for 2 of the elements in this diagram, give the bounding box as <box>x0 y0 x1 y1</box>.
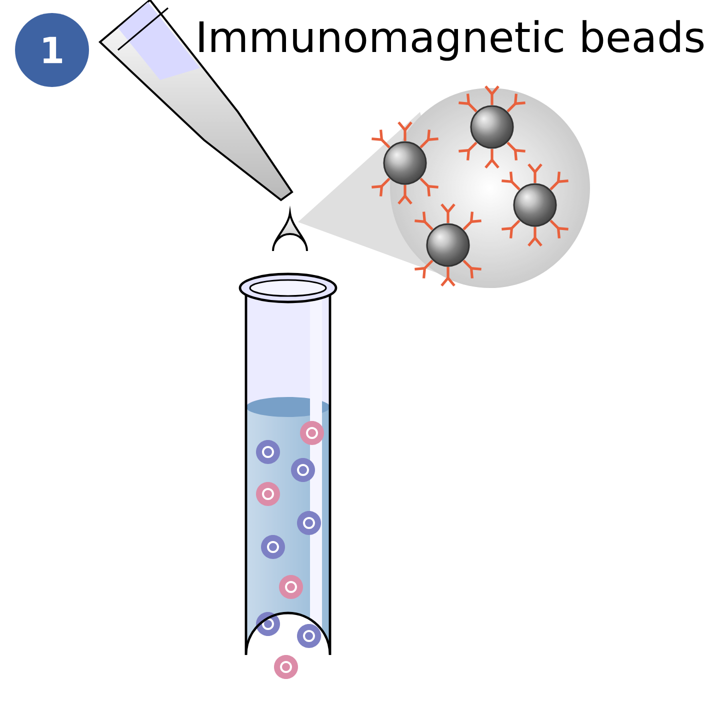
step-number-badge: 1 <box>15 13 89 87</box>
title-text: Immunomagnetic beads <box>199 20 704 61</box>
